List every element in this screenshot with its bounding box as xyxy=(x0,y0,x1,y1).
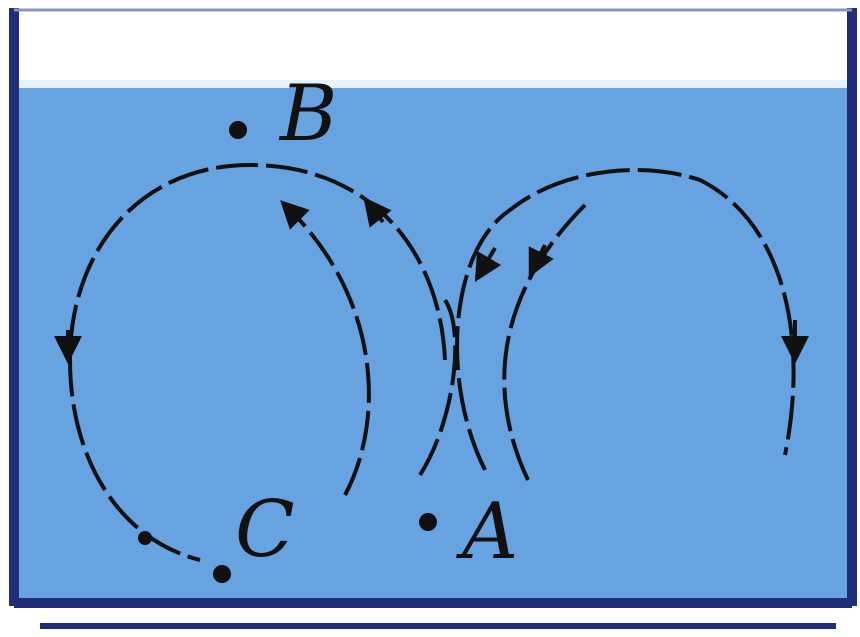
right-inner-flow-line xyxy=(502,203,587,481)
container-air-gap xyxy=(18,8,848,88)
point-c-marker xyxy=(213,565,231,583)
right-outer-flow-line xyxy=(455,168,796,471)
arrow-icon xyxy=(528,244,554,278)
left-outer-flow-line xyxy=(67,162,447,562)
water-surface xyxy=(18,80,848,88)
point-b-marker xyxy=(229,121,247,139)
flow-dot xyxy=(138,531,152,545)
point-a-label: A xyxy=(456,487,518,577)
point-a-marker xyxy=(419,513,437,531)
arrow-icon xyxy=(474,246,502,283)
center-left-flow-line xyxy=(418,298,458,477)
point-c-label: C xyxy=(235,485,295,575)
point-b-label: B xyxy=(278,69,337,159)
arrow-icon xyxy=(363,196,392,228)
left-inner-flow-line xyxy=(280,200,371,496)
